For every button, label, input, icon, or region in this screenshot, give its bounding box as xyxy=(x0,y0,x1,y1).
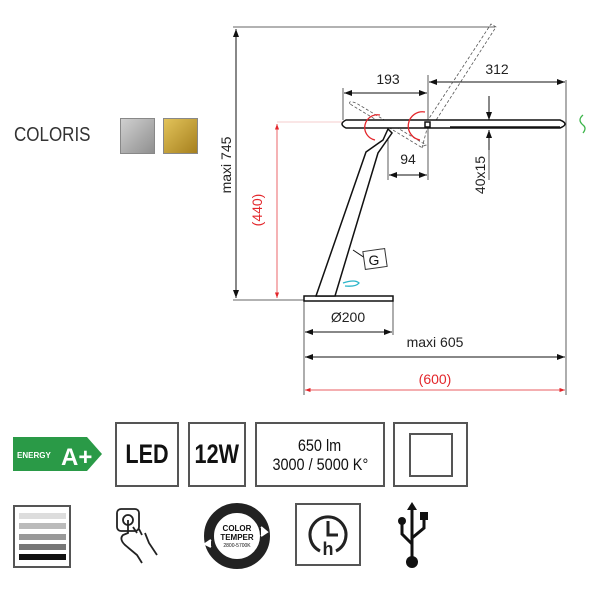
led-badge: LED xyxy=(115,422,179,487)
rotate-cyan-icon xyxy=(342,280,360,287)
rotate-arrow-icon xyxy=(407,111,426,141)
switch-callout: G xyxy=(352,247,388,271)
dim-440-label: (440) xyxy=(249,194,265,227)
color-swatch-gold[interactable] xyxy=(163,118,198,154)
dim-40x15-label: 40x15 xyxy=(472,156,488,194)
power-badge: 12W xyxy=(188,422,246,487)
dim-94-label: 94 xyxy=(400,151,416,167)
dim-200-label: Ø200 xyxy=(331,309,365,325)
lamp-illustration xyxy=(303,119,566,302)
svg-text:COLOR: COLOR xyxy=(223,524,252,533)
timer-icon: h xyxy=(295,503,361,566)
energy-badge: ENERGY A+ xyxy=(13,437,102,471)
dim-maxi-605-label: maxi 605 xyxy=(407,334,464,350)
dim-maxi-745-label: maxi 745 xyxy=(218,136,234,193)
dimmer-levels-icon xyxy=(13,505,71,568)
color-temper-icon: COLOR TEMPER 2800-5700K xyxy=(203,503,270,569)
dim-193-label: 193 xyxy=(376,71,400,87)
color-swatch-silver[interactable] xyxy=(120,118,155,154)
rotate-arrow-icon xyxy=(364,114,381,141)
touch-switch-icon xyxy=(116,508,158,564)
coloris-label: COLORIS xyxy=(14,124,91,146)
svg-text:G: G xyxy=(369,252,380,268)
alt-position-outline xyxy=(349,23,497,149)
square-shape-badge xyxy=(393,422,468,487)
dim-312-label: 312 xyxy=(485,61,509,77)
rotate-green-icon xyxy=(579,114,586,134)
svg-text:TEMPER: TEMPER xyxy=(220,533,254,542)
dim-600-label: (600) xyxy=(419,371,452,387)
usb-icon xyxy=(398,502,428,568)
svg-text:2800-5700K: 2800-5700K xyxy=(223,543,251,549)
svg-text:h: h xyxy=(323,539,334,557)
svg-text:ENERGY: ENERGY xyxy=(17,451,51,460)
svg-text:A+: A+ xyxy=(61,444,92,471)
lamp-dimension-drawing: maxi 745 (440) 193 312 94 40x15 Ø200 max… xyxy=(218,23,586,395)
